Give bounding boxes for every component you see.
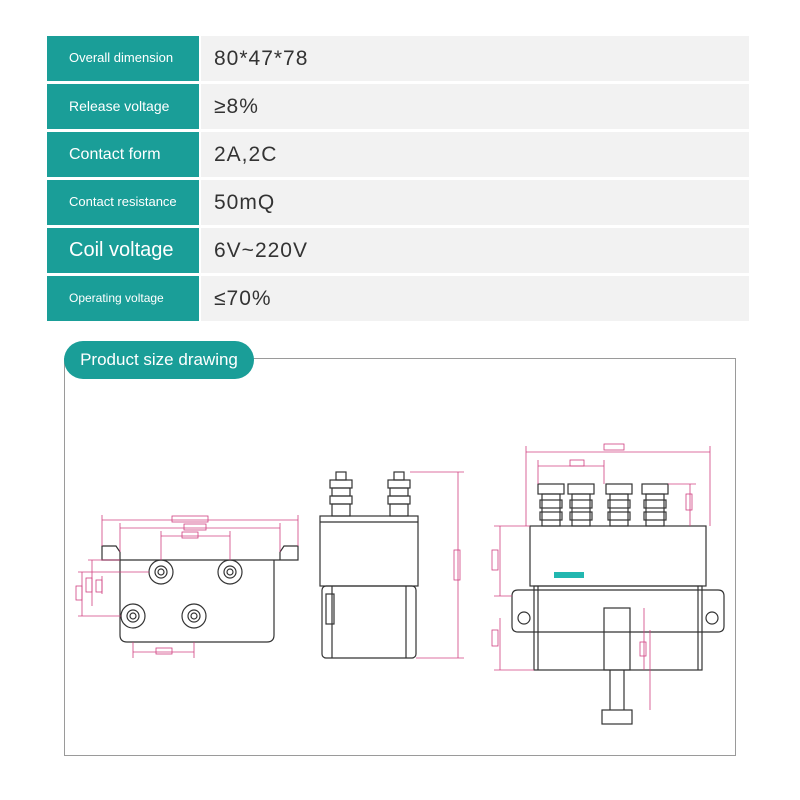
spec-value: ≥8% [201, 84, 749, 129]
side-view [319, 471, 419, 659]
top-view [101, 545, 299, 643]
top-view-dimensions [75, 515, 299, 658]
spec-label: Overall dimension [47, 36, 199, 81]
spec-row-operating-voltage: Operating voltage ≤70% [47, 276, 749, 321]
spec-label: Operating voltage [47, 276, 199, 321]
spec-row-overall-dimension: Overall dimension 80*47*78 [47, 36, 749, 81]
spec-value: 80*47*78 [201, 36, 749, 81]
spec-label: Release voltage [47, 84, 199, 129]
spec-label: Contact form [47, 132, 199, 177]
spec-table: Overall dimension 80*47*78 Release volta… [47, 36, 749, 324]
spec-value: 6V~220V [201, 228, 749, 273]
drawing-title: Product size drawing [64, 341, 254, 379]
spec-value: 50mQ [201, 180, 749, 225]
front-view-dimensions [491, 443, 711, 710]
spec-row-contact-resistance: Contact resistance 50mQ [47, 180, 749, 225]
spec-value: 2A,2C [201, 132, 749, 177]
front-view [511, 483, 725, 725]
spec-row-release-voltage: Release voltage ≥8% [47, 84, 749, 129]
product-size-drawing [75, 443, 725, 725]
front-view-label-plate [554, 572, 584, 578]
spec-label: Contact resistance [47, 180, 199, 225]
drawing-frame [64, 358, 736, 756]
spec-value: ≤70% [201, 276, 749, 321]
side-view-dimensions [410, 471, 464, 659]
spec-label: Coil voltage [47, 228, 199, 273]
spec-row-contact-form: Contact form 2A,2C [47, 132, 749, 177]
spec-row-coil-voltage: Coil voltage 6V~220V [47, 228, 749, 273]
